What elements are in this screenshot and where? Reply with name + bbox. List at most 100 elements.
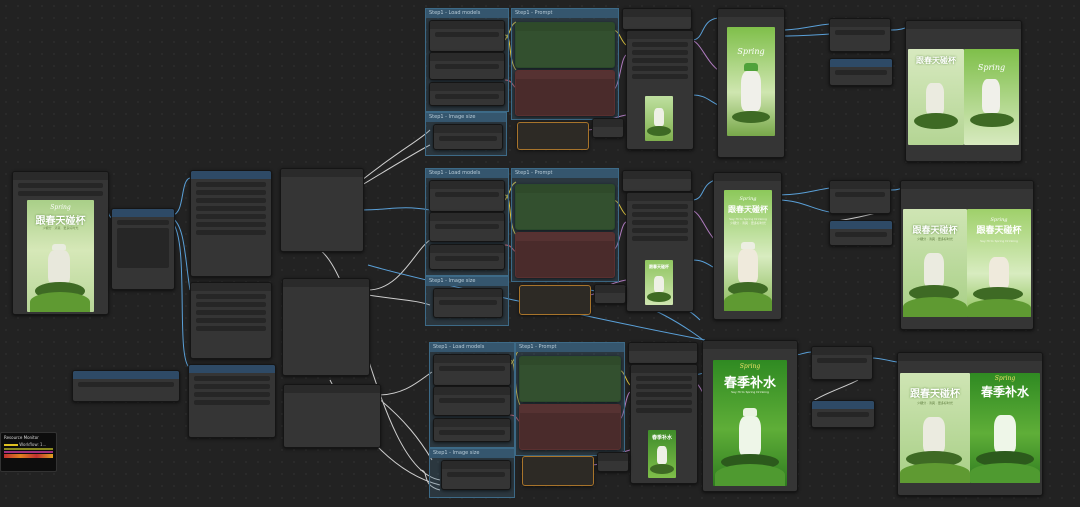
positive-prompt-2[interactable]: [515, 184, 615, 230]
widget[interactable]: [78, 382, 174, 387]
widget[interactable]: [196, 222, 266, 227]
widget[interactable]: [196, 310, 266, 315]
preview-node-2[interactable]: [282, 278, 370, 376]
group-title[interactable]: Step1 - Image size: [426, 277, 508, 286]
group-title[interactable]: Step1 - Image size: [430, 449, 514, 458]
save-image-1[interactable]: Spring: [717, 8, 785, 158]
vae-loader-1[interactable]: [429, 82, 505, 106]
widget[interactable]: [194, 400, 270, 405]
save-image-2[interactable]: Spring 跟春天碰杯 Say Hi to Spring Drinking 少…: [713, 172, 782, 320]
node-header[interactable]: [714, 173, 781, 181]
upload-widget[interactable]: [18, 191, 103, 196]
vae-decode-2[interactable]: [594, 284, 626, 304]
empty-latent-2[interactable]: [433, 288, 503, 318]
group-title[interactable]: Step1 - Prompt: [516, 343, 624, 352]
crop-node[interactable]: [190, 282, 272, 359]
group-title[interactable]: Step1 - Load models: [426, 9, 508, 18]
group-title[interactable]: Step1 - Load models: [426, 169, 508, 178]
node-header[interactable]: [283, 279, 369, 287]
checkpoint-loader-1[interactable]: [429, 20, 505, 52]
input-image-preview: Spring 跟春天碰杯 少糖分 · 清爽 · 更多好时光: [27, 200, 94, 312]
compare-node-1a[interactable]: [829, 18, 891, 52]
checkpoint-loader-3[interactable]: [433, 354, 511, 386]
widget[interactable]: [196, 294, 266, 299]
preview-node-3[interactable]: [283, 384, 381, 448]
compare-node-1b[interactable]: [829, 58, 893, 86]
ksampler-2a[interactable]: [622, 170, 692, 192]
node-header[interactable]: [281, 169, 363, 177]
controlnet-apply-3[interactable]: [522, 456, 594, 486]
ksampler-1a[interactable]: [622, 8, 692, 30]
widget[interactable]: [196, 182, 266, 187]
widget[interactable]: [117, 220, 169, 225]
load-image-node[interactable]: Spring 跟春天碰杯 少糖分 · 清爽 · 更多好时光: [12, 171, 109, 315]
empty-latent-3[interactable]: [441, 460, 511, 490]
ksampler-3a[interactable]: [628, 342, 698, 364]
node-header[interactable]: [112, 209, 174, 217]
widget[interactable]: [196, 198, 266, 203]
compare-node-2b[interactable]: [829, 220, 893, 246]
positive-prompt-1[interactable]: [515, 22, 615, 68]
positive-prompt-3[interactable]: [519, 356, 621, 402]
save-image-3[interactable]: Spring 春季补水 Say Hi to Spring Drinking: [702, 340, 798, 492]
lora-loader-1[interactable]: [429, 52, 505, 80]
group-title[interactable]: Step1 - Load models: [430, 343, 514, 352]
widget[interactable]: [117, 228, 169, 268]
mask-node[interactable]: [188, 364, 276, 438]
lora-loader-3[interactable]: [433, 386, 511, 416]
text-input-node[interactable]: [72, 370, 180, 402]
compare-node-2a[interactable]: [829, 180, 891, 214]
preview-node-1[interactable]: [280, 168, 364, 252]
image-scale-node[interactable]: [190, 170, 272, 277]
empty-latent-1[interactable]: [433, 124, 503, 150]
widget[interactable]: [196, 326, 266, 331]
node-header[interactable]: [73, 371, 179, 379]
group-title[interactable]: Step1 - Prompt: [512, 9, 618, 18]
widget[interactable]: [194, 376, 270, 381]
node-header[interactable]: [718, 9, 784, 17]
vae-loader-3[interactable]: [433, 418, 511, 442]
node-header[interactable]: [13, 172, 108, 180]
widget[interactable]: [196, 302, 266, 307]
negative-prompt-3[interactable]: [519, 404, 621, 450]
node-header[interactable]: [898, 353, 1042, 361]
vae-loader-2[interactable]: [429, 244, 505, 270]
node-header[interactable]: [191, 171, 271, 179]
negative-prompt-2[interactable]: [515, 232, 615, 278]
resource-monitor-panel[interactable]: Resource Monitor Workflow: 1...: [0, 432, 57, 472]
widget[interactable]: [194, 392, 270, 397]
group-title[interactable]: Step1 - Prompt: [512, 169, 618, 178]
node-header[interactable]: [906, 21, 1021, 29]
widget[interactable]: [196, 190, 266, 195]
poster-cn-title: 春季补水: [723, 376, 776, 391]
checkpoint-loader-2[interactable]: [429, 180, 505, 212]
output-poster-2: Spring 跟春天碰杯 Say Hi to Spring Drinking 少…: [724, 190, 772, 311]
vae-decode-1[interactable]: [592, 118, 624, 138]
vae-encode-node[interactable]: [111, 208, 175, 290]
image-select-widget[interactable]: [18, 183, 103, 188]
widget[interactable]: [196, 318, 266, 323]
compare-node-3a[interactable]: [811, 346, 873, 380]
widget[interactable]: [196, 214, 266, 219]
node-header[interactable]: [191, 283, 271, 291]
node-header[interactable]: [284, 385, 380, 393]
lora-loader-2[interactable]: [429, 212, 505, 242]
node-header[interactable]: [901, 181, 1033, 189]
widget[interactable]: [196, 230, 266, 235]
negative-prompt-1[interactable]: [515, 70, 615, 116]
image-compare-1[interactable]: 跟春天碰杯 Spring: [905, 20, 1022, 162]
poster-cn-title: 跟春天碰杯: [912, 226, 958, 236]
widget[interactable]: [194, 384, 270, 389]
image-compare-3[interactable]: 跟春天碰杯 少糖分 · 清爽 · 更多好时光 Spring 春季补水: [897, 352, 1043, 496]
vae-decode-3[interactable]: [597, 452, 629, 472]
node-header[interactable]: [703, 341, 797, 349]
group-title[interactable]: Step1 - Image size: [426, 113, 506, 122]
controlnet-apply-2[interactable]: [519, 285, 591, 315]
widget[interactable]: [196, 206, 266, 211]
node-header[interactable]: [189, 365, 275, 373]
compare-node-3b[interactable]: [811, 400, 875, 428]
controlnet-apply-1[interactable]: [517, 122, 589, 150]
poster-script-word: Spring: [977, 63, 1006, 72]
image-compare-2[interactable]: 跟春天碰杯 少糖分 · 清爽 · 更多好时光 Spring 跟春天碰杯 Say …: [900, 180, 1034, 330]
